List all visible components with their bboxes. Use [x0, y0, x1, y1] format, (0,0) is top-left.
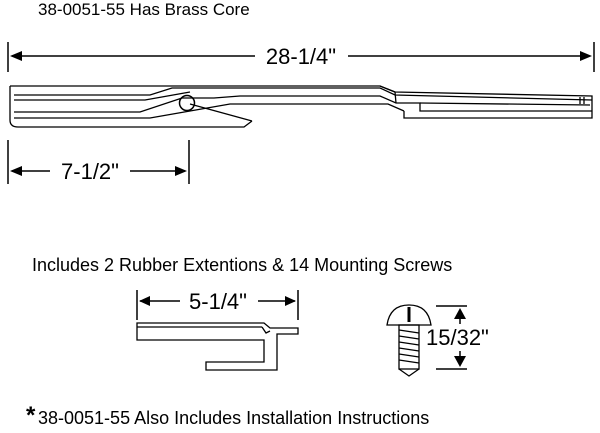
overall-length-label: 28-1/4" [266, 44, 336, 69]
part-title: 38-0051-55 Has Brass Core [38, 0, 250, 19]
core-offset-dimension: 7-1/2" [7, 140, 190, 184]
extension-length-dimension: 5-1/4" [136, 289, 299, 320]
footnote-text: 38-0051-55 Also Includes Installation In… [38, 408, 430, 428]
includes-text: Includes 2 Rubber Extentions & 14 Mounti… [32, 255, 453, 275]
brass-core-pin [178, 94, 196, 112]
core-offset-label: 7-1/2" [61, 159, 119, 184]
footnote-marker: * [26, 402, 36, 429]
mounting-screw [386, 304, 432, 377]
rubber-extension-part [136, 322, 299, 371]
screw-length-dimension: 15/32" [426, 305, 489, 370]
seal-part [9, 85, 593, 128]
screw-length-label: 15/32" [426, 325, 489, 350]
extension-length-label: 5-1/4" [189, 289, 247, 314]
overall-length-dimension: 28-1/4" [7, 42, 595, 72]
